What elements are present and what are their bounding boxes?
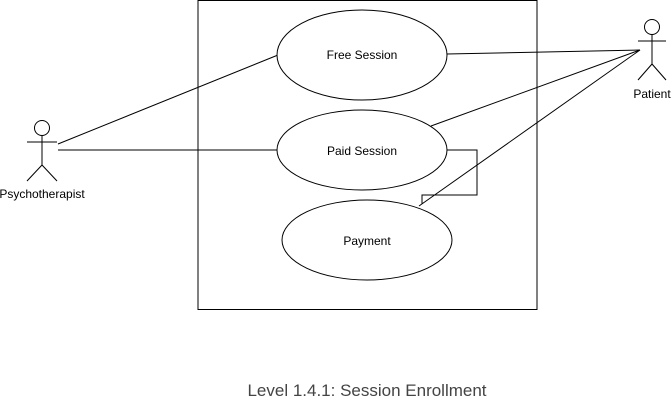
system-boundary (197, 0, 538, 310)
association-patient-payment (418, 49, 641, 207)
use-case-paid-session-label: Paid Session (327, 144, 397, 158)
diagram-caption: Level 1.4.1: Session Enrollment (247, 381, 486, 400)
actor-psychotherapist[interactable]: Psychotherapist (0, 120, 85, 202)
association-patient-paid-session (430, 49, 641, 127)
actor-psychotherapist-label: Psychotherapist (0, 187, 85, 201)
use-case-payment-label: Payment (343, 234, 391, 248)
stick-figure-icon (637, 19, 667, 81)
use-case-payment-shape (281, 199, 453, 281)
association-patient-free-session (446, 49, 641, 55)
use-case-free-session-label: Free Session (327, 48, 398, 62)
stick-figure-icon (26, 120, 58, 182)
use-case-paid-session-shape (276, 109, 448, 191)
actor-patient[interactable]: Patient (633, 19, 671, 102)
use-case-free-session[interactable]: Free Session (276, 9, 448, 101)
actor-patient-label: Patient (633, 87, 671, 101)
association-psychotherapist-free-session (57, 54, 279, 145)
connector-paid-session-payment (421, 149, 478, 204)
use-case-paid-session[interactable]: Paid Session (276, 109, 448, 191)
use-case-free-session-shape (276, 9, 448, 101)
use-case-payment[interactable]: Payment (281, 199, 453, 281)
